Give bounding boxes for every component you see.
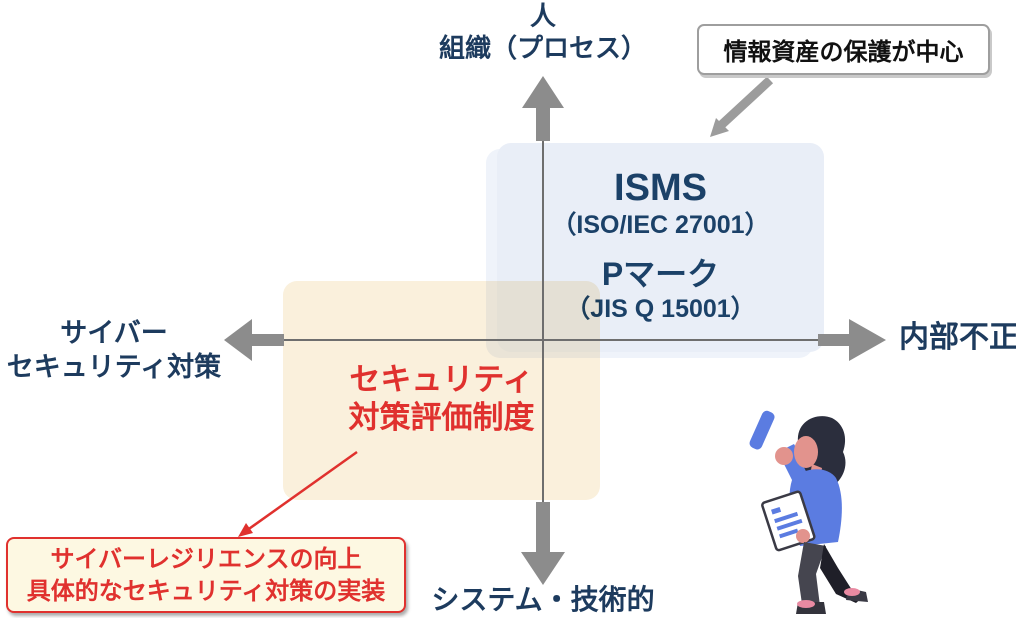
resilience-callout-line2: 具体的なセキュリティ対策の実装 (26, 578, 386, 605)
security-eval-line2: 対策評価制度 (348, 400, 535, 435)
isms-title: ISMS (614, 167, 707, 209)
resilience-callout: サイバーレジリエンスの向上 具体的なセキュリティ対策の実装 (6, 537, 406, 613)
axis-arrow-down-icon (521, 502, 565, 585)
axis-label-top-line2: 組織（プロセス） (438, 33, 647, 63)
security-eval-box: セキュリティ 対策評価制度 (283, 281, 600, 500)
pmark-title: Pマーク (601, 256, 720, 292)
axis-label-bottom: システム・技術的 (431, 584, 655, 615)
axis-arrow-right-icon (818, 319, 886, 361)
axis-label-top-line1: 人 (529, 1, 556, 31)
isms-subtitle: （ISO/IEC 27001） (551, 211, 770, 239)
axis-label-left-line1: サイバー (60, 318, 168, 348)
isms-box: ISMS （ISO/IEC 27001） Pマーク （JIS Q 15001） (497, 143, 824, 352)
axis-label-top: 人 組織（プロセス） (393, 0, 693, 64)
person-with-clipboard-icon (749, 410, 868, 614)
security-eval-line1: セキュリティ (349, 362, 534, 397)
axis-label-right: 内部不正 (899, 321, 1016, 354)
axis-arrow-up-icon (522, 76, 564, 141)
info-protection-callout: 情報資産の保護が中心 (697, 24, 990, 75)
resilience-callout-line1: サイバーレジリエンスの向上 (50, 546, 362, 573)
axis-label-left-line2: セキュリティ対策 (6, 352, 222, 382)
axis-label-left: サイバー セキュリティ対策 (0, 316, 234, 384)
info-protection-callout-text: 情報資産の保護が中心 (723, 39, 964, 66)
callout-top-connector-icon (710, 76, 774, 137)
